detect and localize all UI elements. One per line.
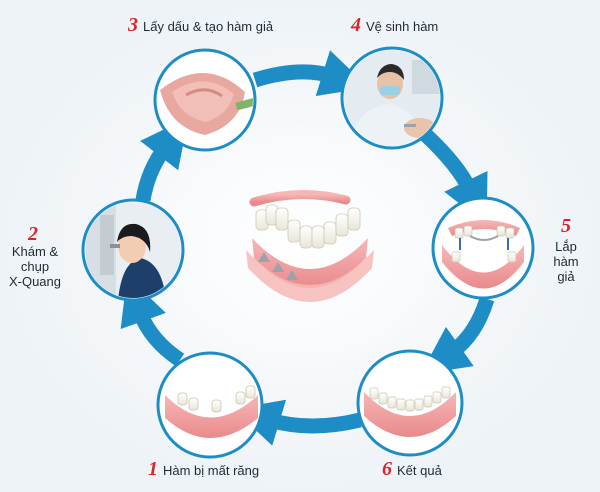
step-text-line: X-Quang <box>8 274 62 289</box>
arrow-2-to-3 <box>135 117 189 202</box>
step-text: Vệ sinh hàm <box>366 19 439 34</box>
step-6-label: 6 Kết quả <box>382 459 442 479</box>
center-denture-illustration <box>246 190 374 302</box>
step-number: 1 <box>148 458 158 480</box>
arrow-1-to-2 <box>120 275 185 367</box>
step-number: 2 <box>28 223 38 245</box>
jaw-missing-teeth-icon <box>160 355 260 455</box>
step-4-circle <box>340 46 444 150</box>
step-3-label: 3 Lấy dấu & tạo hàm giả <box>128 15 274 35</box>
arrow-4-to-5 <box>420 129 488 225</box>
x-ray-exam-icon <box>85 202 181 298</box>
step-text: Kết quả <box>397 463 442 478</box>
step-number: 4 <box>351 14 361 36</box>
step-number: 6 <box>382 458 392 480</box>
step-4-label: 4 Vệ sinh hàm <box>351 15 439 35</box>
arrow-6-to-1 <box>233 399 362 446</box>
restored-jaw-icon <box>360 353 460 453</box>
step-text-line: chụp <box>20 259 50 274</box>
step-5-label: 5 Lắp hàm giả <box>546 216 586 284</box>
step-text-line: hàm <box>553 254 579 269</box>
step-5-circle <box>431 196 535 300</box>
arrow-5-to-6 <box>420 296 495 375</box>
step-2-label: 2 Khám & chụp X-Quang <box>2 224 68 289</box>
step-number: 3 <box>128 14 138 36</box>
step-3-circle <box>153 48 257 152</box>
step-text: Lấy dấu & tạo hàm giả <box>143 19 274 34</box>
dentist-cleaning-icon <box>344 50 440 146</box>
step-number: 5 <box>561 215 571 237</box>
step-text: Hàm bị mất răng <box>163 463 260 478</box>
step-6-circle <box>356 349 464 457</box>
step-2-circle <box>81 198 185 302</box>
fitting-denture-icon <box>435 200 531 296</box>
arrow-3-to-4 <box>252 50 369 97</box>
step-text-line: giả <box>557 269 575 284</box>
step-1-circle <box>156 351 264 459</box>
step-text-line: Khám & <box>11 244 59 259</box>
cycle-arrows <box>120 50 495 446</box>
step-1-label: 1 Hàm bị mất răng <box>148 459 260 479</box>
step-text-line: Lắp <box>555 239 577 254</box>
impression-tray-icon <box>157 52 253 148</box>
